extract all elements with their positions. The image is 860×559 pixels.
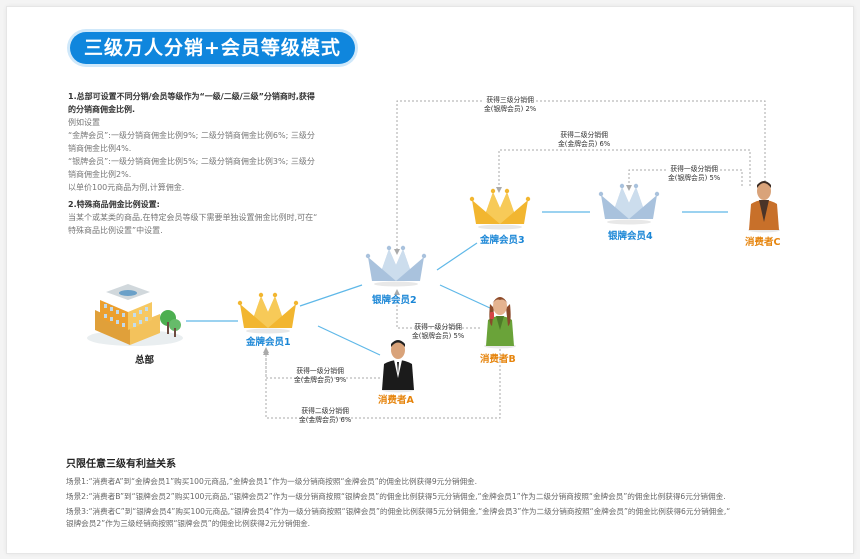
scenario-2: 场景2:“消费者B”到“银牌会员2”购买100元商品,“银牌会员2”作为一级分销… (66, 492, 726, 501)
consumer-c-label: 消费者C (745, 237, 781, 248)
consumer-a-label: 消费者A (378, 395, 414, 406)
annotation-c-third-level: 获得三级分销佣金(银牌会员) 2% (484, 96, 537, 114)
rules-description: 1.总部可设置不同分销/会员等级作为“一级/二级/三级”分销商时,获得 的分销商… (68, 90, 370, 237)
solid-links (186, 211, 728, 356)
scenario-1: 场景1:“消费者A”到“金牌会员1”购买100元商品,“金牌会员1”作为一级分销… (66, 477, 478, 486)
silver-member-4-label: 银牌会员4 (608, 231, 653, 242)
silver-member-4-crown-icon (598, 183, 660, 225)
rule-2-line-cont: 特殊商品比例设置”中设置. (68, 226, 163, 235)
calc-note: 以单价100元商品为例,计算佣金. (68, 183, 185, 192)
silver-rate-line-cont: 销商佣金比例2%. (68, 170, 132, 179)
rule-1-heading-cont: 的分销商佣金比例. (68, 105, 136, 114)
gold-rate-line-cont: 销商佣金比例4%. (68, 144, 132, 153)
gold-member-3-crown-icon (469, 188, 531, 230)
hq-building-icon (87, 284, 183, 346)
rule-2-heading: 2.特殊商品佣金比例设置: (68, 200, 160, 209)
consumer-a-person-icon (382, 340, 414, 393)
annotation-b-second-level: 获得二级分销佣金(金牌会员) 6% (299, 407, 352, 424)
rule-2-line: 当某个或某类的商品,在特定会员等级下需要单独设置佣金比例时,可在“ (68, 213, 318, 222)
page-title: 三级万人分销+会员等级模式 (70, 32, 355, 64)
annotation-c-second-level: 获得二级分销佣金(金牌会员) 6% (558, 131, 611, 149)
annotation-a-first-level: 获得一级分销佣金(金牌会员) 9% (294, 367, 347, 384)
gold-member-1-crown-icon (237, 292, 299, 334)
hq-label: 总部 (135, 355, 155, 366)
scenarios-heading: 只限任意三级有利益关系 (66, 459, 176, 470)
silver-rate-line: “银牌会员”:一级分销商佣金比例5%; 二级分销商佣金比例3%; 三级分 (68, 157, 315, 166)
gold-member-3-label: 金牌会员3 (480, 235, 525, 246)
silver-member-2-label: 银牌会员2 (372, 295, 417, 306)
annotation-c-first-level: 获得一级分销佣金(银牌会员) 5% (668, 165, 721, 183)
content-card (6, 6, 854, 554)
scenario-3: 场景3:“消费者C”到“银牌会员4”购买100元商品,“银牌会员4”作为一级分销… (66, 507, 731, 516)
consumer-b-person-icon (484, 297, 516, 349)
consumer-c-person-icon (748, 181, 780, 233)
consumer-b-label: 消费者B (480, 354, 516, 365)
scenario-3-cont: 银牌会员2”作为三级经销商按照“银牌会员”的佣金比例获得2元分销佣金. (66, 519, 311, 528)
gold-rate-line: “金牌会员”:一级分销商佣金比例9%; 二级分销商佣金比例6%; 三级分 (68, 131, 315, 140)
example-label: 例如设置 (68, 118, 100, 127)
annotation-b-first-level: 获得一级分销佣金(银牌会员) 5% (412, 323, 465, 340)
rule-1-heading: 1.总部可设置不同分销/会员等级作为“一级/二级/三级”分销商时,获得 (68, 92, 315, 101)
gold-member-1-label: 金牌会员1 (246, 337, 291, 348)
silver-member-2-crown-icon (365, 245, 427, 287)
